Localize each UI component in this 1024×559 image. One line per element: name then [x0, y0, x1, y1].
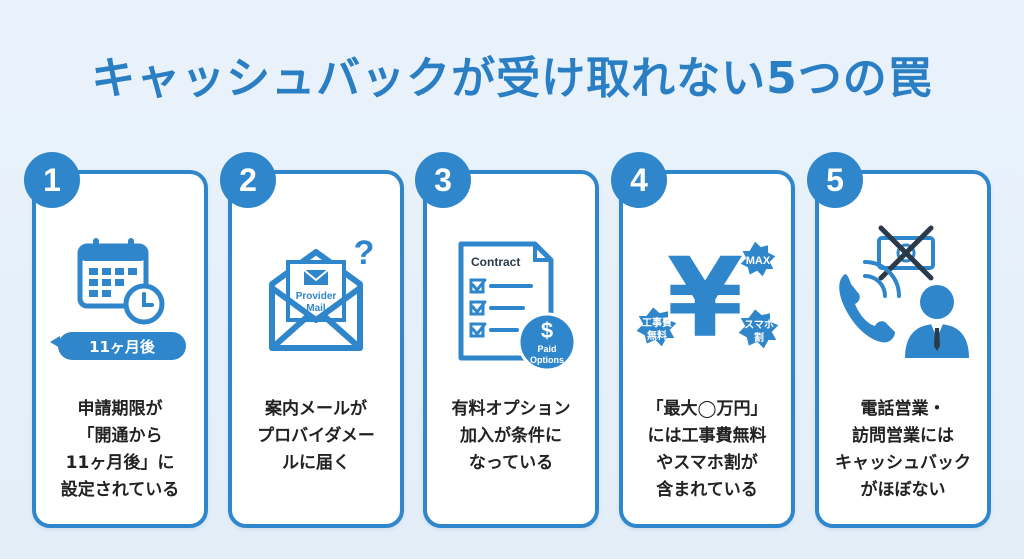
card-number-badge: 2 — [220, 152, 276, 208]
max-label: MAX — [746, 255, 771, 267]
card-1: 1 11ヶ月後 申請期限が 「開通から 11ヶ月後」に 設定されている — [24, 152, 208, 528]
card-number-badge: 5 — [807, 152, 863, 208]
provider-label: Provider — [296, 291, 337, 302]
card-2: 2 Provider Mail ? 案内メールが プロバイダメー ルに届く — [220, 152, 404, 528]
options-label: Options — [530, 355, 564, 365]
card-5: 5 電話営業・ 訪問営業には キャッシュバック がほぼない — [807, 152, 991, 528]
construction-free-label-2: 無料 — [647, 329, 667, 342]
phone-salesperson-icon — [819, 224, 987, 384]
card-description: 案内メールが プロバイダメー ルに届く — [257, 399, 375, 473]
yen-symbol: ¥ — [667, 234, 744, 362]
question-mark-icon: ? — [354, 234, 375, 272]
card-description: 有料オプション 加入が条件に なっている — [451, 399, 571, 473]
calendar-clock-icon: 11ヶ月後 — [36, 224, 204, 384]
card-number-badge: 3 — [415, 152, 471, 208]
card-description: 電話営業・ 訪問営業には キャッシュバック がほぼない — [835, 399, 971, 500]
mail-envelope-icon: Provider Mail ? — [232, 224, 400, 384]
contract-title: Contract — [471, 255, 520, 269]
card-3: 3 Contract $ Paid Option — [415, 152, 599, 528]
construction-free-label-1: 工事費 — [642, 316, 672, 329]
deadline-badge: 11ヶ月後 — [89, 338, 156, 356]
card-number-badge: 4 — [611, 152, 667, 208]
smartphone-discount-label-2: 割 — [754, 331, 764, 344]
yen-icon: ¥ MAX 工事費 無料 スマホ 割 — [623, 224, 791, 384]
contract-document-icon: Contract $ Paid Options — [427, 224, 595, 384]
card-description: 申請期限が 「開通から 11ヶ月後」に 設定されている — [60, 399, 180, 500]
card-4: 4 ¥ MAX 工事費 無料 スマホ 割 「最大◯万円」 には工事費無料 やスマ… — [611, 152, 795, 528]
smartphone-discount-label-1: スマホ — [744, 319, 774, 331]
mail-label: Mail — [306, 303, 326, 314]
paid-label: Paid — [537, 344, 556, 354]
phone-handset-icon — [839, 274, 895, 343]
dollar-icon: $ — [541, 318, 553, 343]
salesperson-icon — [905, 285, 969, 358]
page-title: キャッシュバックが受け取れない5つの罠 — [91, 53, 933, 104]
card-number-badge: 1 — [24, 152, 80, 208]
card-description: 「最大◯万円」 には工事費無料 やスマホ割が 含まれている — [646, 399, 768, 500]
